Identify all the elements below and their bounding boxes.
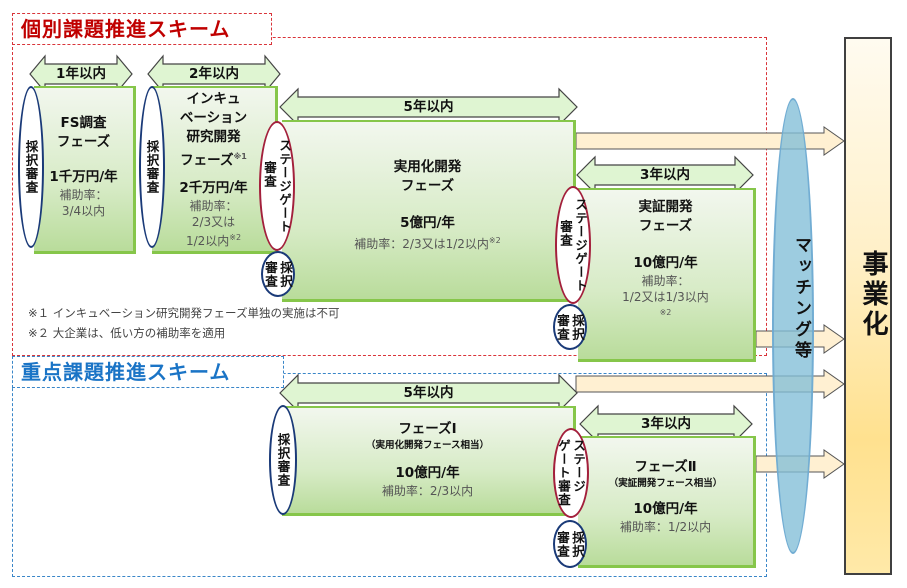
duration-arrow-phase1: 5年以内 [279,373,578,413]
stage-gate-ellipse-phase2: ステージ ゲート審査 [553,428,589,518]
review-ellipse-phase2-entry: 採択 審査 [553,520,587,568]
phase-box-demonstration: 実証開発 フェーズ 10億円/年 補助率： 1/2又は1/3以内 ※2 [578,188,756,362]
stage-gate-ellipse-demonstration: ステージゲート 審査 [555,186,591,304]
phase-box-fs: FS調査 フェーズ 1千万円/年 補助率： 3/4以内 [34,86,136,254]
commercialization-label: 事業化 [858,250,888,340]
phase-box-phase1: フェーズⅠ （実用化開発フェース相当） 10億円/年 補助率：2/3以内 [282,406,576,516]
priority-scheme-title: 重点課題推進スキーム [12,356,284,388]
duration-arrow-demonstration: 3年以内 [576,155,754,195]
individual-scheme-title: 個別課題推進スキーム [12,13,272,45]
duration-arrow-fs: 1年以内 [29,54,133,94]
footnote-2: ※２ 大企業は、低い方の補助率を適用 [28,326,226,340]
review-ellipse-incubation-entry: 採択審査 [139,86,165,248]
commercialization-bar [844,37,892,575]
stage-gate-ellipse-practical: ステージゲート 審査 [259,121,295,251]
review-ellipse-practical-entry: 採択 審査 [261,251,295,297]
duration-arrow-practical: 5年以内 [279,87,578,127]
review-ellipse-fs-entry: 採択審査 [18,86,44,248]
footnote-1: ※１ インキュベーション研究開発フェーズ単独の実施は不可 [28,306,340,320]
review-ellipse-demonstration-entry: 採択 審査 [553,304,587,350]
output-arrow-practical [575,126,845,156]
phase-box-incubation: インキュ ベーション 研究開発 フェーズ※1 2千万円/年 補助率： 2/3又は… [152,86,278,254]
review-ellipse-phase1-entry: 採択審査 [269,405,297,515]
individual-scheme-frame [12,37,767,356]
phase-box-phase2: フェーズⅡ （実証開発フェース相当） 10億円/年 補助率：1/2以内 [578,436,756,568]
matching-label: マッチング等 [791,236,811,362]
priority-scheme-frame [12,373,767,577]
phase-box-practical: 実用化開発 フェーズ 5億円/年 補助率：2/3又は1/2以内※2 [282,120,576,302]
matching-ellipse [772,98,814,554]
